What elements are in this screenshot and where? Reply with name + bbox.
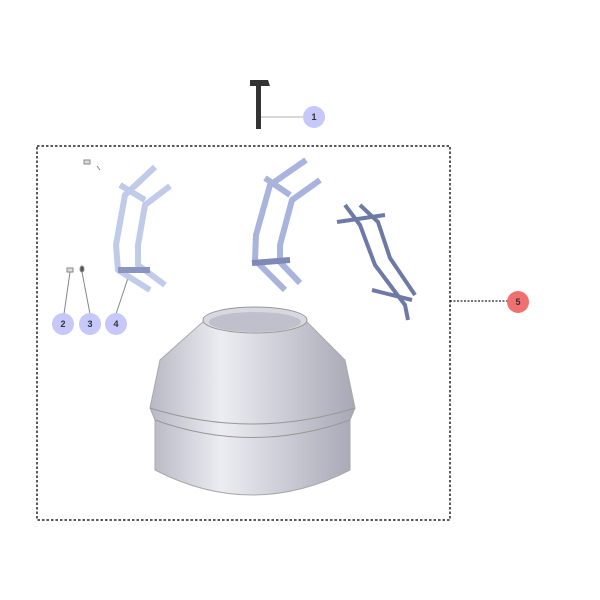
- callout-2[interactable]: 2: [52, 313, 74, 335]
- callout-5[interactable]: 5: [507, 291, 529, 313]
- frame-part-middle: [251, 157, 322, 293]
- screws: [63, 159, 129, 315]
- assembly-group-box: [36, 145, 451, 521]
- callout-4[interactable]: 4: [105, 313, 127, 335]
- callout-3[interactable]: 3: [79, 313, 101, 335]
- frame-part-right: [336, 203, 417, 321]
- drum-part: [149, 306, 356, 496]
- frame-part-4: [113, 164, 172, 293]
- callout-1[interactable]: 1: [303, 106, 325, 128]
- bolt-part-1: [250, 80, 303, 129]
